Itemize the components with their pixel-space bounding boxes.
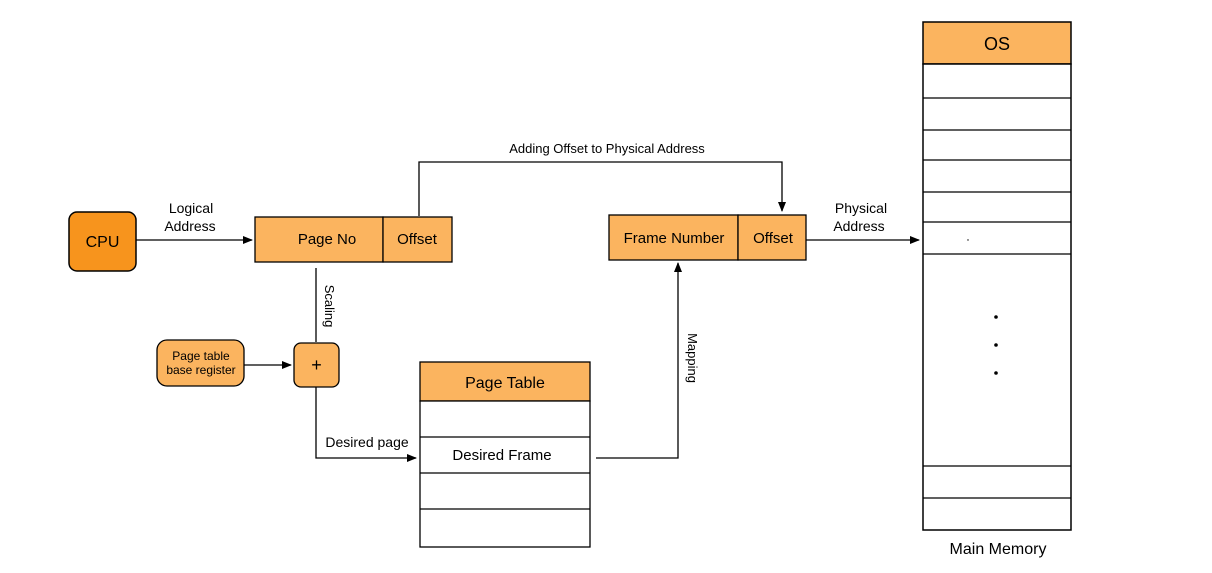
ellipsis-dot: [994, 371, 998, 375]
memory-os-block: [922, 21, 1072, 65]
memory-ellipsis: [994, 315, 998, 375]
ptbr-box: [156, 339, 245, 387]
page-table-row-desired-frame: Desired Frame: [452, 447, 551, 464]
ptbr-node: Page table base register: [156, 339, 245, 387]
memory-body: [922, 63, 1072, 531]
desired-page-label: Desired page: [325, 434, 408, 450]
cpu-node: CPU: [68, 211, 137, 272]
logical-offset-label: Offset: [397, 231, 438, 248]
scaling-label: Scaling: [322, 285, 337, 328]
page-table: Page Table Desired Frame: [419, 361, 591, 548]
memory-os-label: OS: [984, 34, 1010, 54]
physical-offset-label: Offset: [753, 230, 794, 247]
physical-address-label-1: Physical: [835, 200, 887, 216]
adder-node: +: [293, 342, 340, 388]
frame-number-cell: [608, 214, 739, 261]
ellipsis-dot: [994, 315, 998, 319]
physical-address-box: Frame Number Offset: [608, 214, 807, 261]
logical-address-label-2: Address: [164, 218, 215, 234]
adder-symbol: +: [311, 355, 322, 375]
logical-offset-cell: [382, 216, 453, 263]
physical-offset-cell: [737, 214, 807, 261]
page-table-title: Page Table: [465, 375, 545, 392]
desired-page-arrow: [315, 387, 417, 462]
cpu-label: CPU: [86, 234, 120, 251]
logical-address-label-1: Logical: [169, 200, 213, 216]
ptbr-label-2: base register: [166, 363, 235, 377]
physical-address-label-2: Address: [833, 218, 884, 234]
cpu-box: [68, 211, 137, 272]
page-table-header: [419, 361, 591, 402]
logical-address-box: Page No Offset: [254, 216, 453, 263]
offset-path-label: Adding Offset to Physical Address: [509, 141, 705, 156]
memory-target-dot: [967, 239, 969, 241]
page-no-label: Page No: [298, 231, 356, 248]
ptbr-label-1: Page table: [172, 349, 230, 363]
ellipsis-dot: [994, 343, 998, 347]
frame-number-label: Frame Number: [624, 230, 725, 247]
offset-path-arrow: [418, 161, 786, 216]
page-no-cell: [254, 216, 384, 263]
page-table-body: [419, 400, 591, 548]
main-memory: OS Main Memory: [922, 21, 1072, 558]
main-memory-caption: Main Memory: [950, 541, 1047, 558]
mapping-arrow: [596, 262, 682, 459]
mapping-label: Mapping: [685, 333, 700, 383]
